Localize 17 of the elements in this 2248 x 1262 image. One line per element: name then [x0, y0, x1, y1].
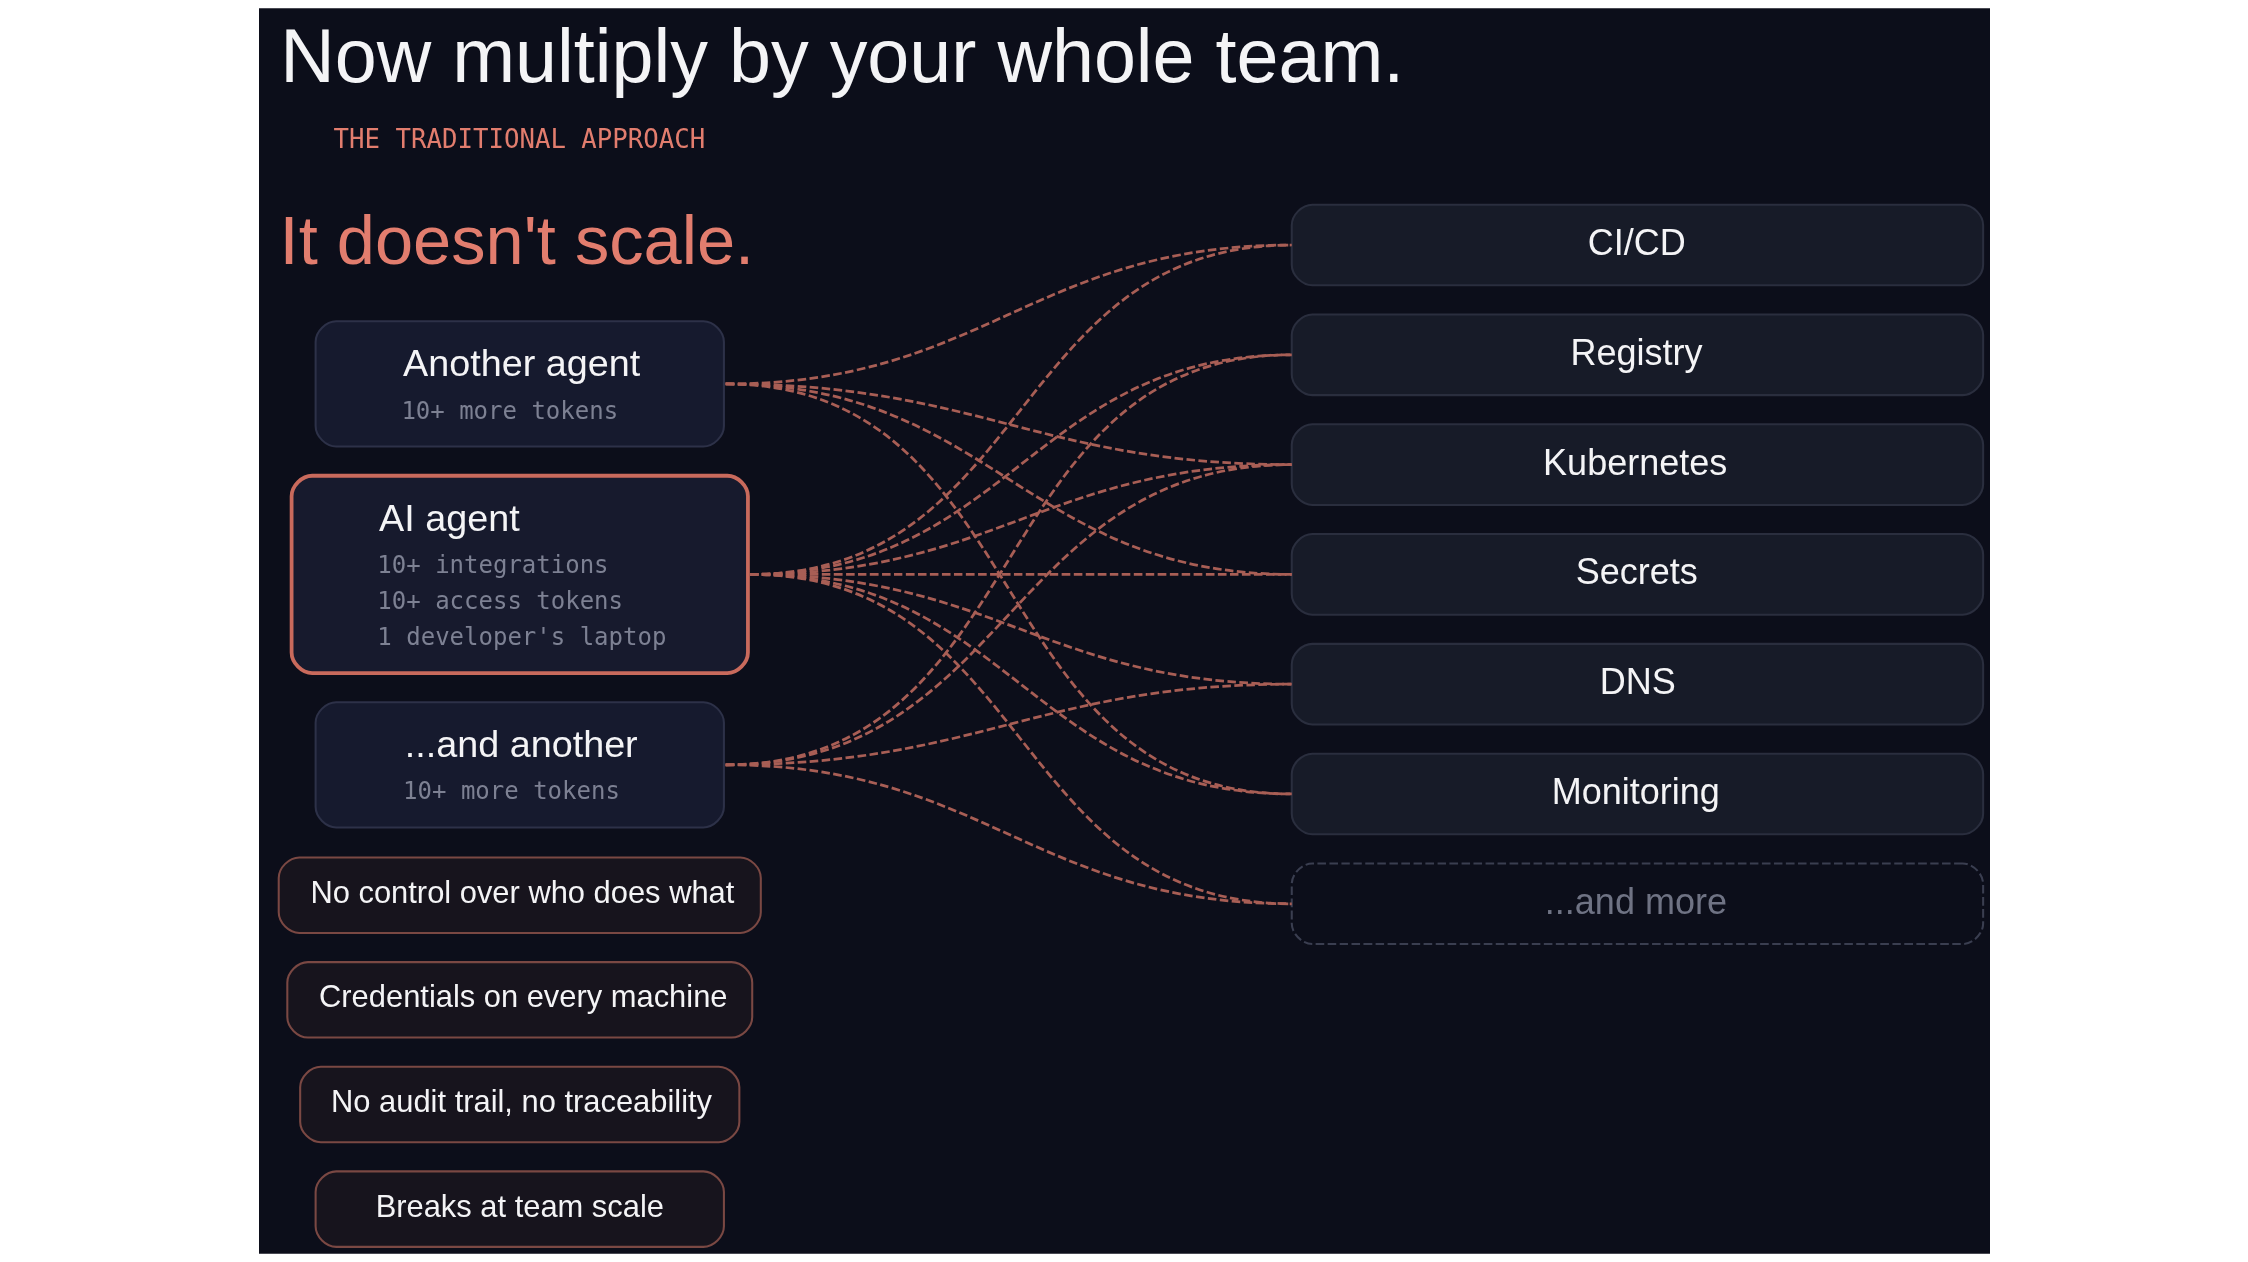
node-box: Another agent 10+ more tokens: [314, 320, 725, 448]
node-box: ...and another 10+ more tokens: [314, 701, 725, 829]
node-box: Breaks at team scale: [314, 1170, 725, 1248]
node-box: AI agent 10+ integrations 10+ access tokens 1 developer's laptop: [289, 473, 750, 675]
node-box: Credentials on every machine: [285, 961, 753, 1039]
node-box: Monitoring: [1290, 752, 1984, 836]
node-box: Kubernetes: [1290, 423, 1984, 506]
node-box: No audit trail, no traceability: [298, 1065, 740, 1144]
node-box: Registry: [1290, 313, 1984, 397]
node-box: DNS: [1290, 642, 1984, 726]
node-box: No control over who does what: [277, 856, 762, 934]
label: It doesn't scale.: [279, 201, 754, 279]
diagram-title: Now multiply by your whole team.: [279, 14, 1404, 99]
node-box: ...and more: [1290, 862, 1984, 946]
node-box: CI/CD: [1290, 203, 1984, 287]
node-box: Secrets: [1290, 533, 1984, 616]
label: THE TRADITIONAL APPROACH: [333, 124, 705, 155]
